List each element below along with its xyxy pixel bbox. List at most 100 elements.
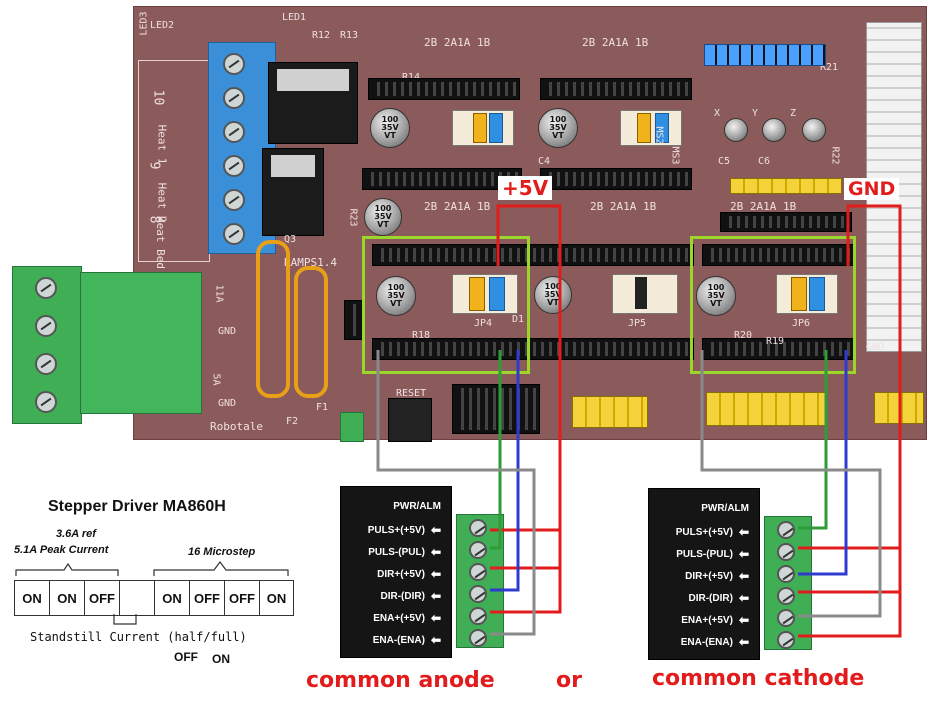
power-terminal-body — [80, 272, 202, 414]
fuse — [256, 240, 290, 398]
yellow-pins — [572, 396, 648, 428]
driver-pin-label: DIR+(+5V)⬅ — [341, 567, 441, 581]
wire-red — [798, 204, 902, 550]
yellow-pins — [730, 178, 842, 194]
screw-icon — [777, 631, 795, 649]
jumper[interactable] — [791, 277, 807, 311]
dip-switch-1[interactable]: ON — [15, 581, 50, 615]
plus5v-label: +5V — [498, 176, 553, 200]
driver-highlight-box — [690, 236, 856, 374]
jumper[interactable] — [473, 113, 487, 143]
dip-switch-2[interactable]: ON — [50, 581, 85, 615]
y-label: Y — [752, 108, 759, 119]
led1-label: LED1 — [282, 12, 307, 23]
screw-icon — [777, 543, 795, 561]
dip-switch-5[interactable]: ON — [155, 581, 190, 615]
d1-label: D1 — [512, 314, 525, 325]
dip-switch-4[interactable] — [120, 581, 155, 615]
jumper[interactable] — [469, 277, 485, 311]
pin-label-text: PULS+(+5V) — [367, 524, 425, 536]
dip-switch-7[interactable]: OFF — [225, 581, 260, 615]
jumper[interactable] — [809, 277, 825, 311]
screw-icon — [469, 563, 487, 581]
driver-pin-label: ENA-(ENA)⬅ — [341, 633, 441, 647]
reset-button[interactable] — [388, 398, 432, 442]
driver-pin-label: PULS+(+5V)⬅ — [341, 523, 441, 537]
screw-icon — [223, 223, 245, 245]
pin-label-text: ENA-(ENA) — [680, 636, 733, 648]
jumper[interactable] — [637, 113, 651, 143]
driver-pin-label: ENA+(+5V)⬅ — [649, 613, 749, 627]
dip-switch-3[interactable]: OFF — [85, 581, 120, 615]
driver-highlight-box — [362, 236, 530, 374]
dip-switch-8[interactable]: ON — [266, 590, 287, 606]
ref-current-label: 3.6A ref — [56, 528, 96, 540]
dip-brackets — [15, 561, 289, 576]
c4-label: C4 — [538, 156, 551, 167]
pin-label-text: PULS-(PUL) — [368, 546, 425, 558]
jumper-block — [452, 110, 514, 146]
aux-header — [452, 384, 540, 434]
pin-header — [344, 300, 364, 340]
screw-icon — [777, 565, 795, 583]
capacitor: 100 35V VT — [364, 198, 402, 236]
arrow-left-icon: ⬅ — [430, 589, 441, 603]
arrow-left-icon: ⬅ — [430, 545, 441, 559]
arrow-left-icon: ⬅ — [430, 567, 441, 581]
mosfet — [268, 62, 358, 144]
capacitor-value: 100 35V VT — [549, 115, 567, 140]
r21-label: R21 — [820, 62, 839, 73]
jumper[interactable] — [489, 113, 503, 143]
dip-switch-row: ON ON OFF ON OFF OFF ON — [14, 580, 294, 616]
screw-icon — [35, 353, 57, 375]
reset-label: RESET — [396, 388, 427, 399]
standstill-label: Standstill Current (half/full) — [30, 630, 247, 644]
screw-icon — [223, 53, 245, 75]
pin-header — [372, 338, 694, 360]
ramps-label: RAMPS1.4 — [284, 256, 337, 269]
c5-label: C5 — [718, 156, 731, 167]
dip-switch-6[interactable]: OFF — [190, 581, 225, 615]
standstill-bracket — [113, 614, 137, 625]
r20-label: R20 — [734, 330, 753, 341]
pin-row-label: 2B 2A1A 1B — [582, 36, 649, 49]
screw-icon — [469, 519, 487, 537]
peak-current-label: 5.1A Peak Current — [14, 544, 109, 556]
driver-pin-label: DIR+(+5V)⬅ — [649, 569, 749, 583]
arrow-left-icon: ⬅ — [738, 613, 749, 627]
jumper[interactable] — [655, 113, 669, 143]
driver-pin-label: PULS-(PUL) ⬅ — [341, 545, 441, 559]
fuse — [294, 266, 328, 398]
driver-pin-label: ENA-(ENA) ⬅ — [649, 635, 749, 649]
arrow-left-icon: ⬅ — [430, 611, 441, 625]
gnd-label: GND — [218, 326, 237, 337]
capacitor: 100 35V VT — [696, 276, 736, 316]
mosfet — [262, 148, 324, 236]
driver-settings-title: Stepper Driver MA860H — [48, 498, 226, 515]
pin-row-label: 2B 2A1A 1B — [590, 200, 657, 213]
common-cathode-label: common cathode — [652, 666, 865, 691]
pin-header — [540, 78, 692, 100]
driver-pin-label: DIR-(DIR)⬅ — [341, 589, 442, 603]
arrow-left-icon: ⬅ — [738, 635, 749, 649]
pin-label-text: ENA+(+5V) — [373, 612, 425, 624]
pin-header — [702, 244, 854, 266]
wire-red — [490, 204, 562, 532]
arrow-left-icon: ⬅ — [738, 525, 749, 539]
z-label: Z — [790, 108, 797, 119]
driver-terminal-left — [456, 514, 504, 648]
screw-icon — [35, 277, 57, 299]
pin-label-text: PULS-(PUL) — [676, 548, 733, 560]
pin-header — [540, 168, 692, 190]
gnd-annotation: GND — [844, 178, 900, 200]
wire-blue — [490, 350, 520, 592]
jumper-block — [612, 274, 678, 314]
driver-pin-label: ENA+(+5V) ⬅ — [341, 611, 441, 625]
wire-red — [798, 592, 902, 638]
jumper-block — [452, 274, 518, 314]
jumper-block — [776, 274, 838, 314]
screw-icon — [469, 541, 487, 559]
power-terminal-block — [12, 266, 82, 424]
pin-row-label: 2B 2A1A 1B — [730, 200, 797, 213]
jumper[interactable] — [489, 277, 505, 311]
